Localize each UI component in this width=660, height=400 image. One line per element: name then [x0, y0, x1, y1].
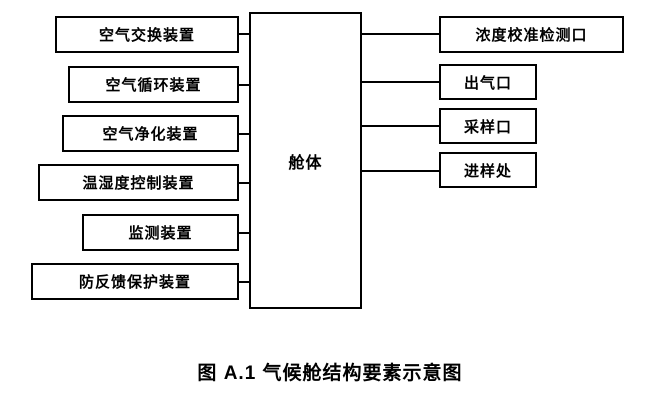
right-box-sampling-port: 采样口: [439, 108, 537, 144]
left-box-anti-feedback-protection: 防反馈保护装置: [31, 263, 239, 300]
connector-left-4: [238, 182, 251, 184]
right-box-label-4: 进样处: [463, 162, 512, 180]
connector-left-2: [238, 84, 251, 86]
figure-caption: 图 A.1 气候舱结构要素示意图: [197, 363, 463, 384]
connector-right-1: [360, 33, 439, 35]
left-box-monitoring: 监测装置: [82, 214, 239, 251]
connector-right-3: [360, 125, 439, 127]
connector-right-2: [360, 81, 439, 83]
center-box-chamber: 舱体: [249, 12, 362, 309]
left-box-label-4: 温湿度控制装置: [82, 175, 195, 192]
right-box-label-1: 浓度校准检测口: [475, 27, 588, 44]
connector-left-1: [238, 33, 251, 35]
right-box-sample-inlet: 进样处: [439, 152, 537, 188]
connector-left-5: [238, 232, 251, 234]
left-box-air-purification: 空气净化装置: [62, 115, 239, 152]
right-box-label-2: 出气口: [463, 74, 512, 92]
left-box-air-circulation: 空气循环装置: [68, 66, 239, 103]
left-box-label-6: 防反馈保护装置: [78, 274, 191, 291]
right-box-air-outlet: 出气口: [439, 64, 537, 100]
left-box-label-1: 空气交换装置: [98, 27, 195, 44]
center-box-label: 舱体: [288, 154, 323, 172]
left-box-label-3: 空气净化装置: [102, 126, 199, 143]
connector-right-4: [360, 170, 439, 172]
connector-left-6: [238, 281, 251, 283]
right-box-concentration-calibration-port: 浓度校准检测口: [439, 16, 624, 53]
left-box-air-exchange: 空气交换装置: [55, 16, 239, 53]
left-box-label-2: 空气循环装置: [105, 77, 202, 94]
connector-left-3: [238, 133, 251, 135]
left-box-temp-humidity-control: 温湿度控制装置: [38, 164, 239, 201]
left-box-label-5: 监测装置: [128, 225, 193, 242]
right-box-label-3: 采样口: [463, 118, 512, 136]
